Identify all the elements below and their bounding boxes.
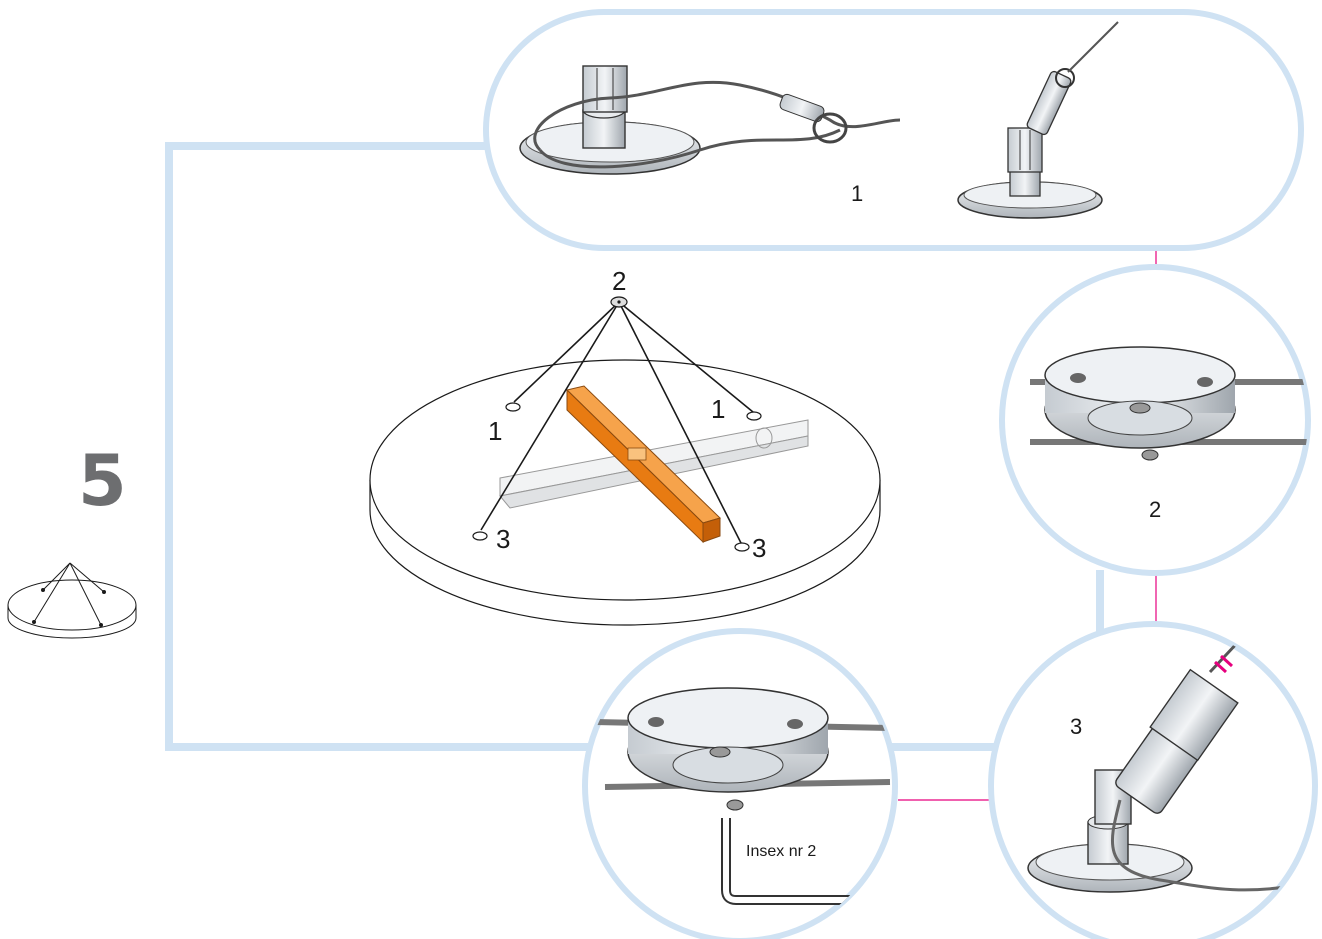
detail-circle-hub: 2 (999, 264, 1311, 576)
detail-circle-tool: Insex nr 2 (582, 628, 898, 939)
front-right-label: 3 (752, 533, 766, 563)
spirit-level-icon (566, 385, 721, 544)
step-number: 5 (78, 440, 127, 522)
table-anchor-points (472, 402, 762, 552)
allen-key-icon (721, 818, 880, 905)
cable-clamp-icon (519, 65, 901, 175)
hub-detail-label: 2 (1149, 497, 1161, 522)
hub-label: 2 (612, 266, 626, 296)
ceiling-hub-icon (1030, 346, 1308, 461)
anchor-right-label: 1 (711, 394, 725, 424)
cable-clamp-icon (1027, 638, 1301, 893)
anchor-left-label: 1 (488, 416, 502, 446)
table-with-level: 2 1 1 3 3 (369, 266, 881, 626)
detail-panel-cable-attach: 1 (483, 9, 1304, 251)
tool-label: Insex nr 2 (746, 843, 816, 860)
frame-connector (165, 142, 1104, 751)
suspension-cables (480, 301, 754, 544)
cable-clamp-icon (957, 21, 1119, 219)
top-panel-label: 1 (851, 181, 863, 206)
step-thumbnail-icon (7, 562, 137, 639)
ceiling-hub-icon (594, 687, 891, 811)
ceiling-hub-icon (610, 296, 628, 308)
detail-circle-adjust: 3 (988, 621, 1318, 939)
front-left-label: 3 (496, 524, 510, 554)
adjust-detail-label: 3 (1070, 714, 1082, 739)
